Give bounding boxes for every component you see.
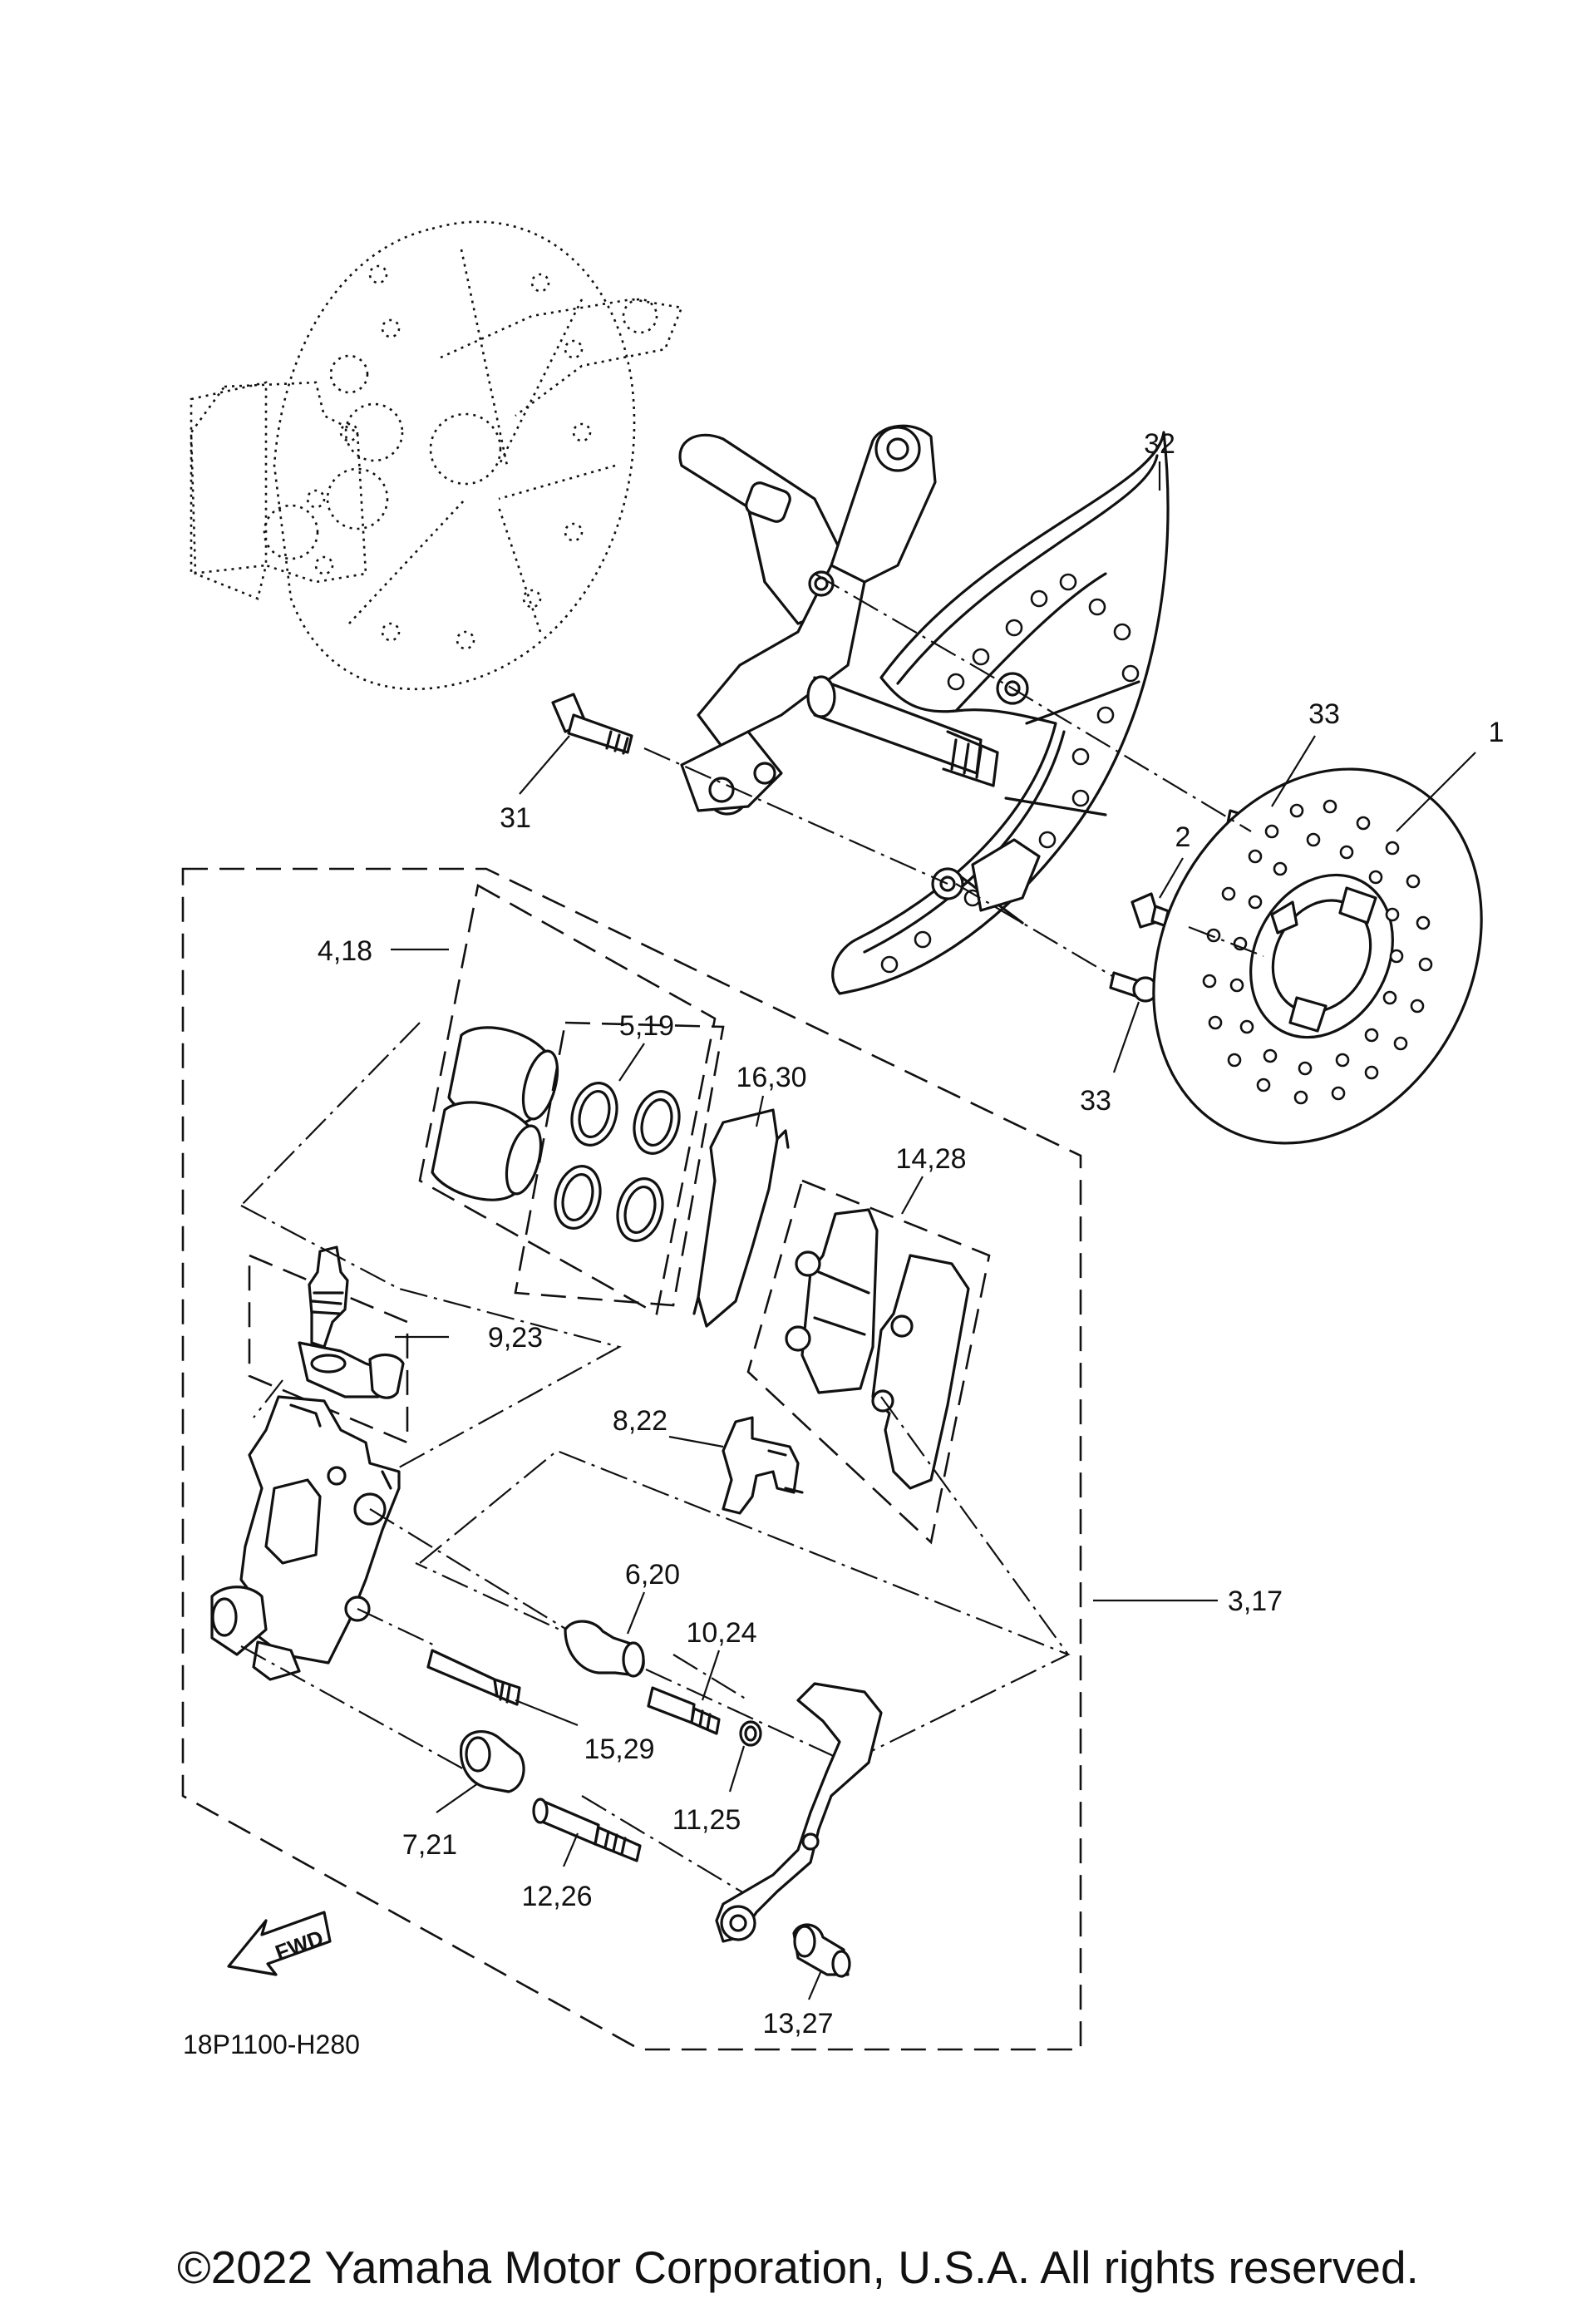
- callout-12-26: 12,26: [521, 1881, 592, 1912]
- callout-labels: 32 1 33 2 33 31 3,17 4,18 5,19 16,30 14,…: [183, 428, 1504, 2059]
- seal-kit-5-19: [514, 1021, 725, 1307]
- screw-33-lower: [1109, 971, 1159, 1003]
- disc-holes: [1202, 799, 1433, 1105]
- callout-32: 32: [1144, 428, 1175, 460]
- callout-7-21: 7,21: [402, 1829, 457, 1861]
- bolt-12-26: [532, 1798, 642, 1862]
- callout-6-20: 6,20: [625, 1559, 680, 1591]
- knuckle-bolt-31: [551, 693, 633, 755]
- callout-33-upper: 33: [1308, 698, 1340, 730]
- callout-5-19: 5,19: [619, 1010, 674, 1042]
- slide-pin-boot-6-20: [564, 1620, 645, 1678]
- callout-33-lower: 33: [1080, 1085, 1111, 1117]
- leader-lines: [391, 461, 1476, 2000]
- circlip-11-25: [739, 1720, 762, 1747]
- steering-knuckle: [678, 424, 999, 816]
- copyright-notice: ©2022 Yamaha Motor Corporation, U.S.A. A…: [177, 2242, 1419, 2293]
- callout-3-17: 3,17: [1228, 1586, 1283, 1617]
- callout-11-25: 11,25: [672, 1804, 741, 1836]
- callout-15-29: 15,29: [584, 1734, 654, 1765]
- slide-pin-15-29: [426, 1649, 521, 1706]
- callout-9-23: 9,23: [488, 1322, 543, 1354]
- caliper-bracket: [715, 1682, 883, 1943]
- slide-pin-boot-7-21: [459, 1730, 525, 1793]
- callout-31: 31: [500, 802, 531, 834]
- callout-4-18: 4,18: [318, 935, 372, 967]
- fwd-arrow-icon: FWD: [227, 1911, 332, 1976]
- callout-2: 2: [1175, 821, 1191, 853]
- caliper-body: [210, 1395, 401, 1681]
- bleed-screw-kit-9-23: [248, 1245, 409, 1444]
- callout-1: 1: [1489, 717, 1505, 748]
- brake-disc-1: [1152, 767, 1483, 1145]
- callout-14-28: 14,28: [895, 1143, 966, 1175]
- caliper-assembly-boundary: [181, 867, 1082, 2051]
- pad-spring-8-22: [722, 1416, 804, 1515]
- callout-10-24: 10,24: [686, 1617, 756, 1649]
- bushing-13-27: [792, 1923, 851, 1978]
- callout-8-22: 8,22: [613, 1405, 667, 1437]
- callout-13-27: 13,27: [762, 2008, 833, 2039]
- assembly-lines-upper: [643, 573, 1264, 978]
- bolt-10-24: [647, 1686, 721, 1735]
- disc-cover-32: [831, 431, 1170, 995]
- pad-kit-14-28: [746, 1179, 991, 1545]
- assembled-brake-view: [190, 220, 683, 690]
- pad-shim-16-30: [692, 1108, 790, 1328]
- piston-kit-4-18: [418, 883, 717, 1316]
- diagram-code: 18P1100-H280: [183, 2030, 360, 2059]
- callout-16-30: 16,30: [736, 1062, 806, 1093]
